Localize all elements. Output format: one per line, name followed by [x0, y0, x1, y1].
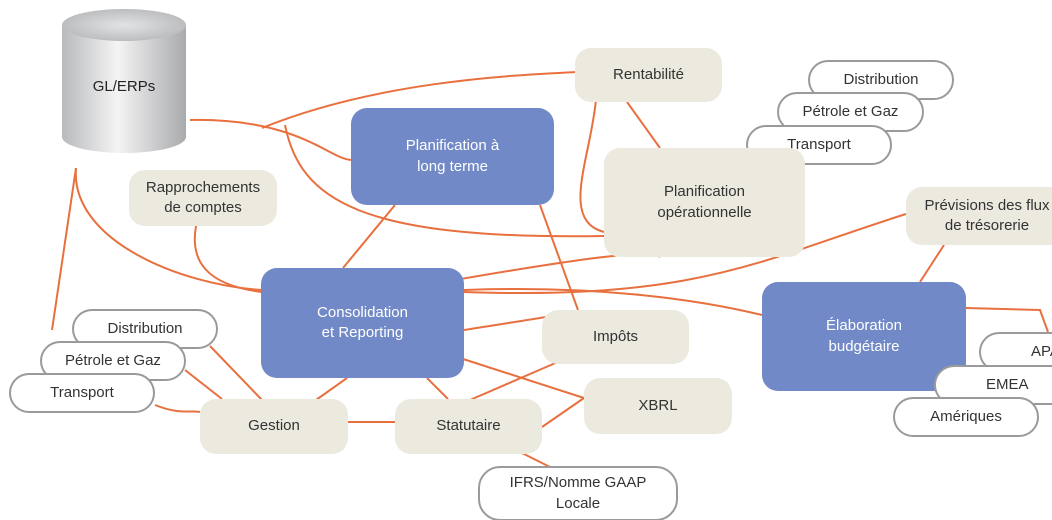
node-statutaire[interactable]: Statutaire	[395, 399, 542, 454]
node-planification-operationnelle[interactable]: Planification opérationnelle	[604, 148, 805, 257]
node-elaboration-budgetaire[interactable]: Élaboration budgétaire	[762, 282, 966, 391]
node-planification-long-terme-label: Planification à long terme	[405, 137, 500, 175]
node-previsions-tresorerie-label: Prévisions des flux de trésorerie	[924, 196, 1050, 234]
connector-line-24	[469, 360, 561, 401]
right-stack-apac-label: APAC	[1031, 342, 1052, 360]
connector-line-20	[154, 404, 201, 413]
top-stack-petrole-gaz-label: Pétrole et Gaz	[802, 102, 899, 120]
left-stack-transport-label: Transport	[50, 383, 114, 401]
connector-line-16	[919, 244, 945, 283]
left-stack-distribution-label: Distribution	[107, 319, 183, 337]
connector-line-6	[74, 167, 263, 291]
connector-line-1	[189, 118, 353, 161]
connector-line-2	[261, 71, 577, 129]
node-rapprochements[interactable]: Rapprochements de comptes	[129, 170, 277, 226]
connector-line-26	[521, 452, 551, 468]
node-gestion-label: Gestion	[248, 417, 300, 435]
connector-line-7	[193, 225, 263, 293]
connector-line-25	[541, 397, 585, 428]
connector-line-12	[463, 213, 907, 295]
connector-line-21	[315, 377, 348, 401]
node-ifrs-gaap[interactable]: IFRS/Nomme GAAP Locale	[478, 466, 678, 520]
top-stack-transport-label: Transport	[787, 135, 851, 153]
node-consolidation-reporting[interactable]: Consolidation et Reporting	[261, 268, 464, 378]
node-previsions-tresorerie[interactable]: Prévisions des flux de trésorerie	[906, 187, 1052, 245]
node-impots-label: Impôts	[592, 327, 638, 345]
node-elaboration-budgetaire-label: Élaboration budgétaire	[826, 317, 902, 355]
database-label: GL/ERPs	[92, 78, 156, 95]
node-xbrl[interactable]: XBRL	[584, 378, 732, 434]
node-xbrl-label: XBRL	[638, 396, 678, 414]
connector-line-22	[426, 377, 449, 400]
node-rentabilite[interactable]: Rentabilité	[575, 48, 722, 102]
right-stack-ameriques[interactable]: Amériques	[893, 397, 1039, 437]
node-statutaire-label: Statutaire	[436, 417, 501, 435]
node-planification-operationnelle-label: Planification opérationnelle	[657, 183, 752, 221]
connector-line-4	[579, 99, 605, 233]
node-gestion[interactable]: Gestion	[200, 399, 348, 454]
connector-line-18	[209, 345, 263, 401]
connectors	[51, 71, 1049, 468]
left-stack-transport[interactable]: Transport	[9, 373, 155, 413]
connector-line-10	[539, 204, 579, 311]
node-rapprochements-label: Rapprochements de comptes	[145, 178, 261, 216]
node-planification-long-terme[interactable]: Planification à long terme	[351, 108, 554, 205]
connector-line-11	[454, 253, 661, 281]
node-ifrs-gaap-label: IFRS/Nomme GAAP Locale	[509, 474, 647, 512]
top-stack-distribution-label: Distribution	[843, 70, 919, 88]
connector-line-9	[342, 204, 396, 269]
right-stack-emea-label: EMEA	[986, 375, 1029, 393]
connector-line-8	[51, 167, 77, 331]
connector-line-14	[463, 288, 763, 316]
connector-line-17	[965, 307, 1049, 333]
right-stack-ameriques-label: Amériques	[930, 407, 1002, 425]
connector-line-3	[284, 124, 605, 238]
node-consolidation-reporting-label: Consolidation et Reporting	[317, 303, 408, 341]
database-cylinder-icon	[62, 9, 186, 153]
node-rentabilite-label: Rentabilité	[613, 65, 684, 83]
left-stack-petrole-gaz-label: Pétrole et Gaz	[65, 351, 161, 369]
connector-line-19	[184, 369, 223, 400]
node-impots[interactable]: Impôts	[542, 310, 689, 364]
connector-line-5	[626, 101, 661, 149]
